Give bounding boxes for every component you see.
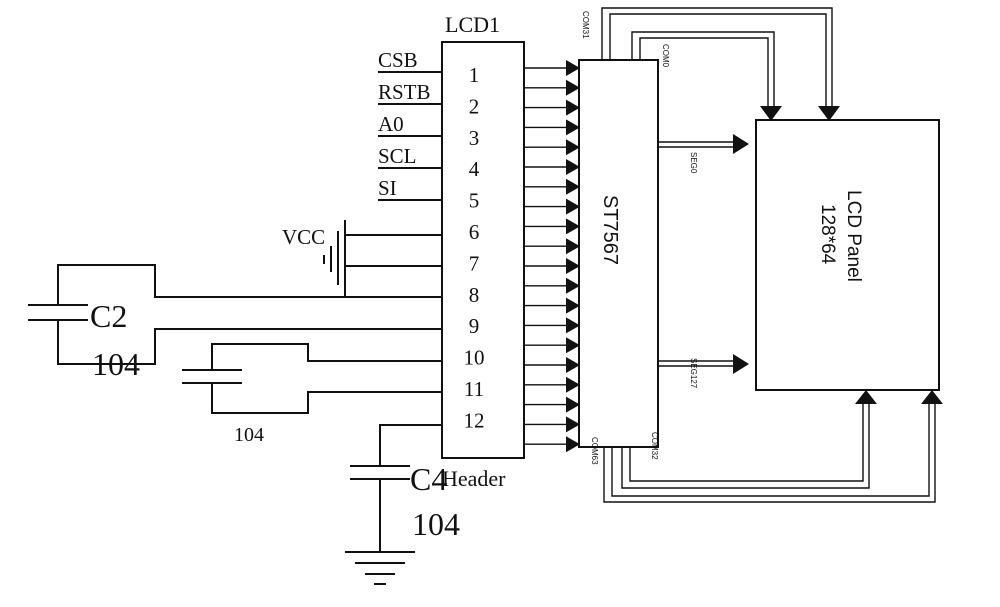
driver-input-arrows: [566, 60, 580, 453]
header-footer-label: Header: [442, 466, 506, 491]
bus-arrow: [566, 79, 580, 96]
signal-si-label: SI: [378, 176, 397, 200]
bus-arrow: [566, 238, 580, 255]
st7567-driver: ST7567 COM0 COM31 SEG0 SEG127 COM63 COM3…: [578, 11, 698, 465]
seg127-label: SEG127: [689, 358, 698, 389]
com0-label: COM0: [661, 44, 670, 68]
c2-value: 104: [92, 346, 140, 382]
header-ref: LCD1: [445, 12, 500, 37]
bus-arrow: [566, 436, 580, 453]
bus-arrow: [566, 139, 580, 156]
bus-arrow: [566, 198, 580, 215]
bus-arrow: [566, 99, 580, 116]
capacitor-c2: C2 104: [28, 264, 442, 382]
panel-title: LCD Panel: [843, 190, 864, 282]
driver-name: ST7567: [599, 195, 621, 265]
pin-number-12: 12: [464, 408, 485, 432]
bus-arrow: [566, 119, 580, 136]
bus-arrow: [566, 178, 580, 195]
com-bus-bottom: [603, 390, 943, 503]
com63-label: COM63: [590, 437, 599, 465]
lcd-panel: LCD Panel 128*64: [755, 119, 940, 391]
pin-number-4: 4: [469, 157, 480, 181]
pin-number-3: 3: [469, 126, 480, 150]
header-to-driver-bus: [524, 67, 566, 445]
pin-number-6: 6: [469, 220, 480, 244]
pin-number-9: 9: [469, 314, 480, 338]
pin-number-1: 1: [469, 63, 480, 87]
signal-scl-label: SCL: [378, 144, 417, 168]
bus-arrow: [566, 416, 580, 433]
c4-value: 104: [412, 506, 460, 542]
bus-arrow: [566, 277, 580, 294]
c3-value: 104: [234, 424, 264, 446]
bus-arrow: [566, 357, 580, 373]
bus-arrow: [566, 317, 580, 334]
pin-number-2: 2: [469, 94, 480, 118]
pin-number-10: 10: [464, 346, 485, 370]
seg0-label: SEG0: [689, 152, 698, 174]
c4-name: C4: [410, 461, 447, 497]
bus-arrow: [566, 337, 580, 354]
pin-number-7: 7: [469, 251, 480, 275]
capacitor-c3: 104: [182, 343, 442, 446]
c2-name: C2: [90, 298, 127, 334]
bus-arrow: [566, 258, 580, 274]
pin-number-8: 8: [469, 283, 480, 307]
bus-arrow: [566, 396, 580, 413]
bus-arrow: [566, 376, 580, 393]
panel-resolution: 128*64: [817, 204, 838, 265]
com31-label: COM31: [581, 11, 590, 39]
signal-a0-label: A0: [378, 112, 404, 136]
vcc-supply: VCC: [282, 220, 442, 296]
signal-csb-label: CSB: [378, 48, 418, 72]
bus-arrow: [566, 218, 580, 235]
vcc-label: VCC: [282, 225, 325, 249]
bus-arrow: [566, 159, 580, 175]
bus-arrow: [566, 60, 580, 76]
pin-number-11: 11: [464, 377, 484, 401]
signal-rstb-label: RSTB: [378, 80, 431, 104]
capacitor-c4: C4 104: [345, 424, 460, 585]
bus-arrow: [566, 297, 580, 314]
seg-bus: [658, 134, 749, 374]
com32-label: COM32: [650, 432, 659, 460]
com-bus-top: [601, 7, 840, 121]
pin-number-5: 5: [469, 189, 480, 213]
